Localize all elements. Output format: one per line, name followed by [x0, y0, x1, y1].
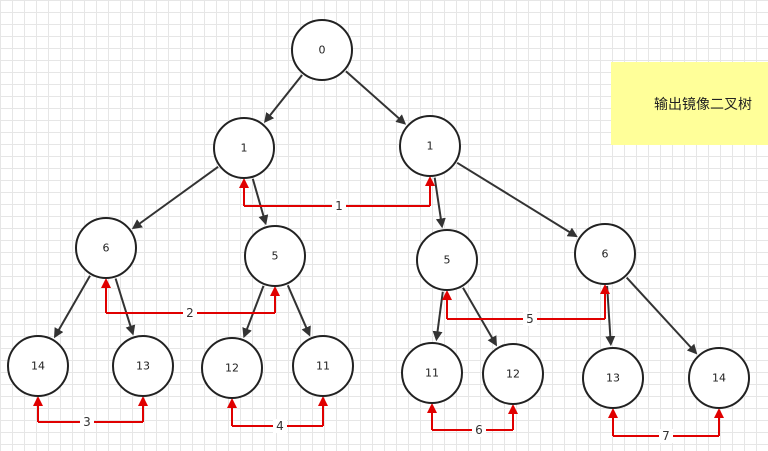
- tree-node-circle: [401, 342, 463, 404]
- tree-node: 13: [582, 347, 644, 409]
- swap-label-background: [273, 419, 287, 433]
- tree-edge: [625, 276, 698, 355]
- tree-node-circle: [688, 347, 750, 409]
- tree-node-label: 5: [444, 254, 451, 267]
- swap-step-label: 3: [83, 415, 91, 429]
- tree-node-circle: [482, 343, 544, 405]
- swap-label-background: [183, 306, 197, 320]
- tree-node: 14: [688, 347, 750, 409]
- tree-edge: [456, 161, 578, 238]
- tree-edge: [263, 74, 303, 123]
- tree-edge: [131, 165, 219, 230]
- note-box: 输出镜像二叉树: [611, 62, 768, 145]
- swap-connector: 6: [427, 403, 518, 437]
- swap-connector: 3: [33, 396, 148, 429]
- tree-node-circle: [112, 335, 174, 397]
- tree-node: 12: [482, 343, 544, 405]
- swap-connector: 1: [239, 176, 435, 213]
- tree-edge: [54, 275, 91, 339]
- swap-step-label: 2: [186, 306, 194, 320]
- swap-step-label: 7: [662, 429, 670, 443]
- swap-connector: 2: [101, 278, 280, 320]
- tree-edge: [251, 178, 269, 226]
- swap-connector: 7: [608, 408, 724, 443]
- swap-connector: 5: [442, 284, 610, 326]
- tree-edge: [286, 284, 311, 337]
- tree-node: 13: [112, 335, 174, 397]
- tree-node-label: 11: [425, 367, 439, 380]
- tree-node: 6: [574, 223, 636, 285]
- tree-node-label: 6: [602, 248, 609, 261]
- tree-edges: [54, 70, 698, 355]
- swap-label-background: [332, 199, 346, 213]
- tree-node-label: 5: [272, 250, 279, 263]
- tree-node-circle: [244, 225, 306, 287]
- tree-node: 5: [244, 225, 306, 287]
- tree-node-label: 0: [319, 44, 326, 57]
- tree-node-label: 13: [136, 360, 150, 373]
- tree-node-label: 12: [225, 362, 239, 375]
- tree-node-label: 14: [31, 360, 45, 373]
- tree-node: 6: [75, 217, 137, 279]
- swap-step-label: 4: [276, 419, 284, 433]
- tree-node-circle: [201, 337, 263, 399]
- tree-node-circle: [291, 19, 353, 81]
- tree-node: 1: [213, 117, 275, 179]
- tree-node: 12: [201, 337, 263, 399]
- tree-node: 5: [416, 229, 478, 291]
- swap-label-background: [659, 429, 673, 443]
- note-text: 输出镜像二叉树: [654, 96, 752, 113]
- tree-node: 0: [291, 19, 353, 81]
- tree-node-circle: [399, 115, 461, 177]
- tree-node-circle: [75, 217, 137, 279]
- tree-node-label: 14: [712, 372, 726, 385]
- tree-node: 1: [399, 115, 461, 177]
- tree-node-circle: [292, 335, 354, 397]
- swap-connector: 4: [227, 396, 328, 433]
- swap-label-background: [80, 415, 94, 429]
- tree-node-circle: [416, 229, 478, 291]
- tree-node-label: 11: [316, 360, 330, 373]
- tree-edge: [433, 177, 446, 229]
- swap-label-background: [523, 312, 537, 326]
- swap-step-label: 6: [475, 423, 483, 437]
- tree-edge: [605, 285, 616, 347]
- tree-node-circle: [7, 335, 69, 397]
- swap-step-label: 1: [335, 199, 343, 213]
- tree-node: 14: [7, 335, 69, 397]
- tree-node-circle: [574, 223, 636, 285]
- tree-node-circle: [582, 347, 644, 409]
- tree-edge: [462, 287, 498, 347]
- tree-node-circle: [213, 117, 275, 179]
- tree-edge: [114, 278, 136, 336]
- tree-edge: [242, 285, 265, 339]
- tree-node-label: 6: [103, 242, 110, 255]
- swap-step-label: 5: [526, 312, 534, 326]
- tree-edge: [345, 70, 407, 125]
- tree-node-label: 1: [241, 142, 248, 155]
- tree-node-label: 12: [506, 368, 520, 381]
- swap-label-background: [472, 423, 486, 437]
- tree-node: 11: [292, 335, 354, 397]
- tree-edge: [432, 291, 444, 342]
- tree-node: 11: [401, 342, 463, 404]
- tree-node-label: 1: [427, 140, 434, 153]
- tree-node-label: 13: [606, 372, 620, 385]
